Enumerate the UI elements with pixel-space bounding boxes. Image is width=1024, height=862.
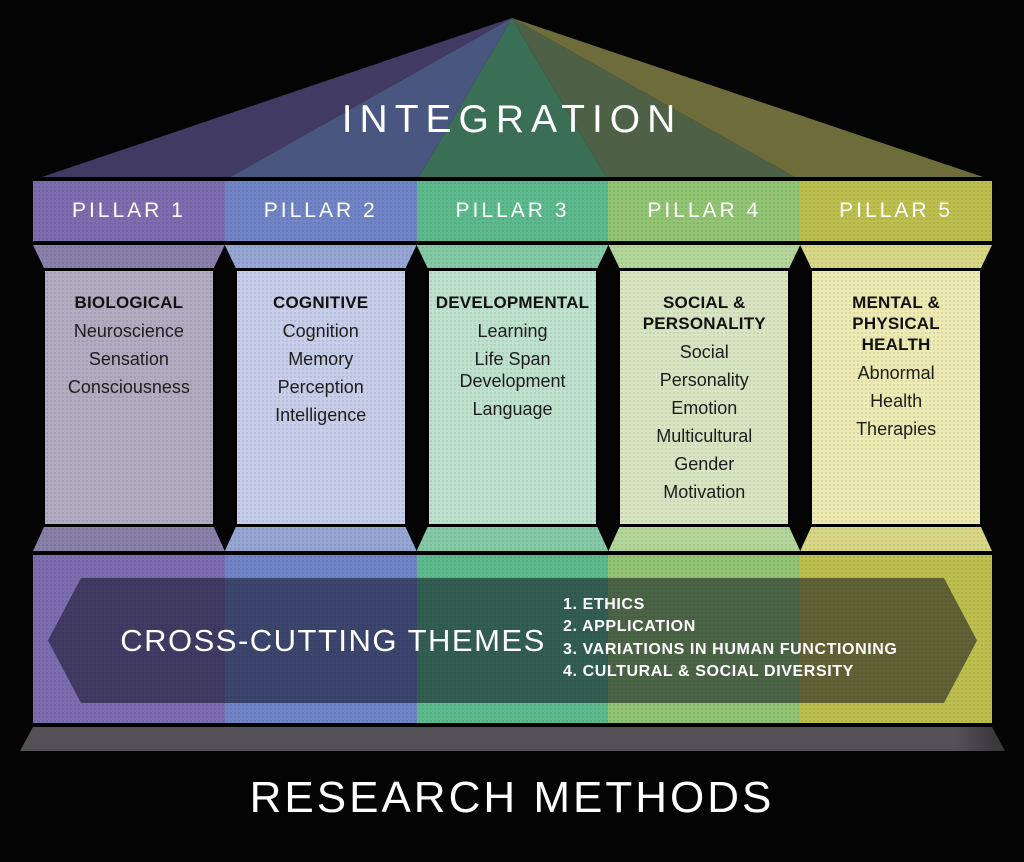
column-5-heading: MENTAL & PHYSICAL HEALTH	[852, 293, 941, 354]
column-4-item: Gender	[674, 454, 735, 474]
column-mental-physical-health: MENTAL & PHYSICAL HEALTH Abnormal Health…	[809, 268, 983, 527]
theme-item: 1. ETHICS	[563, 596, 645, 613]
base-3	[417, 527, 609, 551]
column-3-item: Learning	[477, 321, 548, 341]
base-2	[225, 527, 417, 551]
column-1-item: Neuroscience	[73, 321, 184, 341]
column-4-item: Motivation	[663, 482, 746, 502]
column-4-item: Social	[679, 342, 729, 362]
research-methods-title: RESEARCH METHODS	[249, 773, 775, 822]
capital-3	[417, 245, 609, 268]
base-1	[33, 527, 225, 551]
column-4-item: Personality	[659, 370, 749, 390]
capital-2	[225, 245, 417, 268]
entablature-segment-4: PILLAR 4	[608, 181, 801, 241]
pillar-2-label: PILLAR 2	[263, 199, 378, 222]
pillar-5-label: PILLAR 5	[839, 199, 954, 222]
column-2-item: Perception	[277, 377, 364, 397]
cross-cutting-theme-list: 1. ETHICS 2. APPLICATION 3. VARIATIONS I…	[563, 594, 897, 684]
column-cognitive: COGNITIVE Cognition Memory Perception In…	[233, 268, 408, 527]
roof-wedge-5	[512, 18, 992, 180]
theme-item: 3. VARIATIONS IN HUMAN FUNCTIONING	[563, 640, 898, 658]
column-3-heading: DEVELOPMENTAL	[435, 293, 590, 312]
entablature-segment-1: PILLAR 1	[33, 181, 225, 241]
pediment-roof	[33, 18, 992, 180]
column-1-item: Consciousness	[67, 377, 190, 397]
column-2-item: Cognition	[282, 321, 359, 341]
base-5	[800, 527, 992, 551]
column-3-item: Language	[472, 399, 553, 419]
column-5-item: Health	[870, 391, 923, 411]
column-5-item: Abnormal	[857, 363, 935, 383]
column-2-item: Memory	[288, 349, 354, 369]
capital-1	[33, 245, 225, 268]
column-capitals	[33, 245, 992, 268]
pillar-3-label: PILLAR 3	[455, 199, 570, 222]
column-4-item: Emotion	[671, 398, 738, 418]
column-3-item: Life Span Development	[459, 349, 566, 391]
roof-wedge-2	[225, 18, 512, 180]
entablature-segment-5: PILLAR 5	[800, 181, 992, 241]
plinth	[20, 727, 1005, 751]
column-developmental: DEVELOPMENTAL Learning Life Span Develop…	[425, 268, 600, 527]
entablature: PILLAR 1 PILLAR 2 PILLAR 3 PILLAR 4 PILL…	[33, 177, 992, 245]
column-5-item: Therapies	[856, 419, 937, 439]
base-4	[608, 527, 800, 551]
capital-4	[608, 245, 800, 268]
entablature-segment-2: PILLAR 2	[224, 181, 417, 241]
column-4-item: Multicultural	[656, 426, 753, 446]
roof-wedge-1	[33, 18, 512, 180]
column-1-item: Sensation	[88, 349, 169, 369]
column-2-item: Intelligence	[275, 405, 367, 425]
roof-wedge-3	[417, 18, 608, 180]
column-social-personality: SOCIAL & PERSONALITY Social Personality …	[617, 268, 792, 527]
theme-item: 2. APPLICATION	[563, 618, 696, 636]
theme-item: 4. CULTURAL & SOCIAL DIVERSITY	[563, 663, 854, 681]
column-4-heading: SOCIAL & PERSONALITY	[642, 293, 766, 333]
cross-cutting-banner	[48, 578, 977, 703]
capital-5	[800, 245, 992, 268]
pillar-1-label: PILLAR 1	[71, 199, 186, 222]
column-shafts: BIOLOGICAL Neuroscience Sensation Consci…	[33, 268, 992, 527]
column-bases	[33, 527, 992, 551]
cross-cutting-band: CROSS-CUTTING THEMES 1. ETHICS 2. APPLIC…	[33, 551, 992, 727]
pediment-title: INTEGRATION	[341, 98, 683, 141]
cross-cutting-title: CROSS-CUTTING THEMES	[120, 622, 546, 658]
column-2-heading: COGNITIVE	[273, 293, 369, 312]
entablature-segment-3: PILLAR 3	[416, 181, 609, 241]
pillar-4-label: PILLAR 4	[647, 199, 762, 222]
column-biological: BIOLOGICAL Neuroscience Sensation Consci…	[42, 268, 216, 527]
column-1-heading: BIOLOGICAL	[74, 293, 184, 312]
